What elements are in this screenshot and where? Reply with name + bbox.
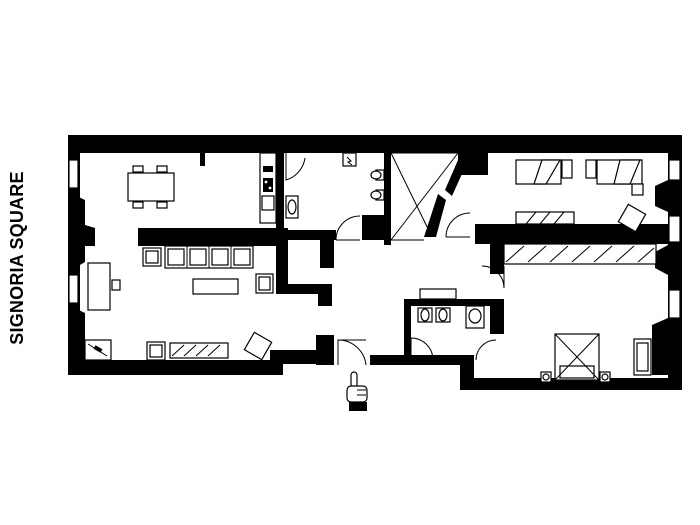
tv-stand: [169, 342, 229, 359]
entrance-hand-pointer-icon: [346, 371, 368, 411]
coffee-table: [192, 278, 239, 295]
dining-table: [127, 165, 175, 209]
kitchen-counter: [259, 152, 277, 224]
main-bedroom: [475, 243, 657, 383]
doors: [335, 215, 367, 366]
windows: [68, 159, 681, 319]
interior-walls: [68, 135, 668, 375]
living-armchairs: [142, 247, 274, 361]
wardrobe-living: [164, 245, 254, 269]
street-label: SIGNORIA SQUARE: [7, 171, 27, 345]
upper-bedroom: [445, 159, 647, 238]
bathroom-1: [285, 152, 385, 219]
bathroom-2: [410, 288, 485, 361]
fireplace: [84, 339, 112, 361]
glass-shaft: [390, 152, 459, 241]
desk: [87, 262, 121, 311]
